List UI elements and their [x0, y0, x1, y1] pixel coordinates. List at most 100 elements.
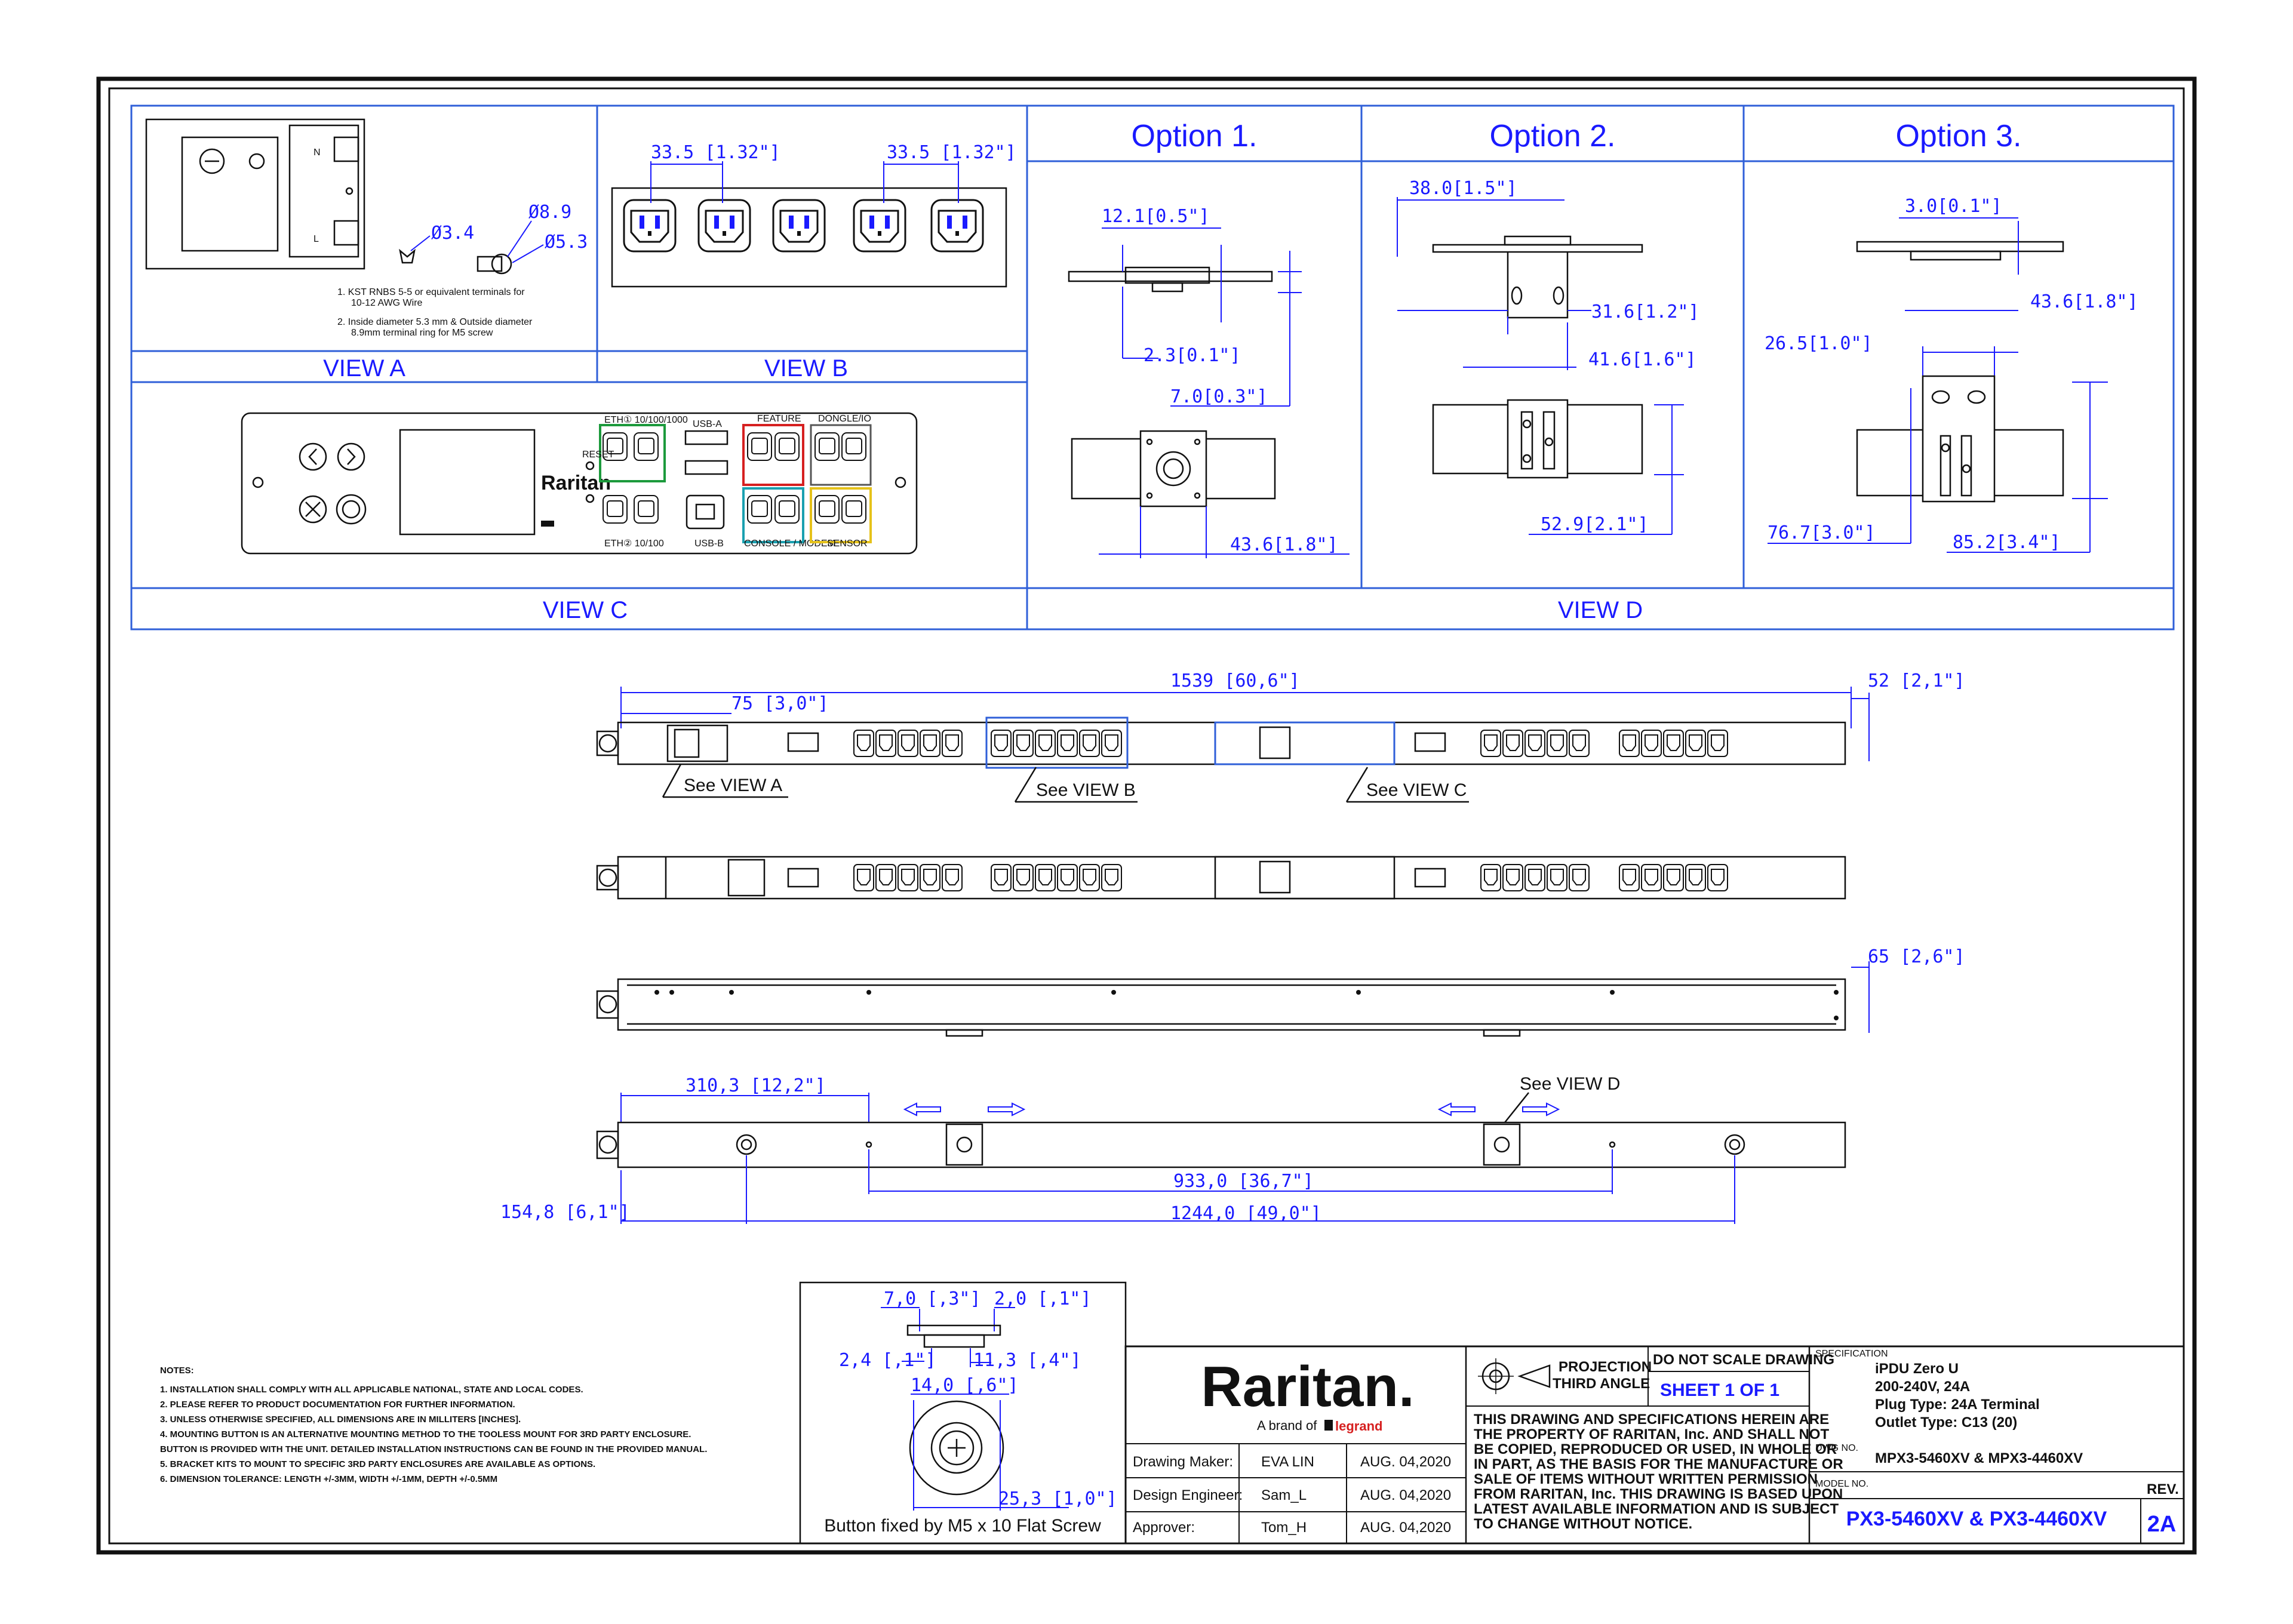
- note-line-6: 5. BRACKET KITS TO MOUNT TO SPECIFIC 3RD…: [160, 1459, 595, 1469]
- view-a-label: VIEW A: [323, 355, 405, 382]
- outlet-c13: [1524, 864, 1545, 891]
- outlet-c13-face: [1550, 734, 1564, 751]
- outlet-c13: [1641, 730, 1662, 757]
- view-a-note-4: 8.9mm terminal ring for M5 screw: [351, 328, 493, 338]
- btn-dim-1: 7,0 [,3"]: [884, 1288, 981, 1309]
- dim-depth: 52 [2,1"]: [1868, 670, 1965, 691]
- outlet-c13: [1035, 864, 1056, 891]
- btn-dim-6: 25,3 [1,0"]: [998, 1488, 1117, 1509]
- button-detail-caption: Button fixed by M5 x 10 Flat Screw: [824, 1516, 1101, 1536]
- tb-dwg-label: DWG NO.: [1815, 1443, 1858, 1453]
- dim-hole-spacing: 1244,0 [49,0"]: [1170, 1203, 1321, 1224]
- outlet-c13: [897, 730, 918, 757]
- option1-drawing: 12.1[0.5"] 2.3[0.1"] 7.0[0.3"] 43.6[1.8"…: [1068, 206, 1350, 558]
- outlet-c13-face: [1484, 734, 1498, 751]
- view-a-note-3: 2. Inside diameter 5.3 mm & Outside diam…: [337, 317, 533, 327]
- outlet-c13: [1685, 864, 1706, 891]
- outlet-c13-face: [994, 734, 1008, 751]
- outlet-c13-face: [1105, 869, 1118, 885]
- option1-dim-1: 12.1[0.5"]: [1102, 206, 1210, 227]
- view-a-note-1: 1. KST RNBS 5-5 or equivalent terminals …: [337, 287, 525, 297]
- outlet-c13-face: [1105, 734, 1118, 751]
- svg-text:IN PART, AS THE BASIS FOR THE: IN PART, AS THE BASIS FOR THE MANUFACTUR…: [1474, 1456, 1843, 1472]
- see-view-a: See VIEW A: [684, 776, 782, 795]
- note-line-1: 1. INSTALLATION SHALL COMPLY WITH ALL AP…: [160, 1385, 583, 1395]
- outlet-c13: [991, 730, 1012, 757]
- outlet-c13: [1035, 730, 1056, 757]
- tb-model-label: MODEL NO.: [1815, 1479, 1868, 1489]
- outlet-c13: [1569, 730, 1590, 757]
- outlet-c13-face: [857, 734, 871, 751]
- option2-drawing: 38.0[1.5"] 31.6[1.2"] 41.6[1.6"] 52.9[2.…: [1397, 178, 1699, 535]
- outlet-c13-face: [1061, 869, 1074, 885]
- tb-row3-name: Tom_H: [1261, 1520, 1307, 1536]
- button-detail: 7,0 [,3"] 2,0 [,1"] 2,4 [,1"] 11,3 [,4"]…: [799, 1281, 1127, 1545]
- outlet-c13-face: [994, 869, 1008, 885]
- outlet-c13-face: [857, 869, 871, 885]
- notes-title: NOTES:: [160, 1365, 194, 1376]
- views-grid: [130, 104, 2175, 630]
- option2-dim-2: 31.6[1.2"]: [1591, 302, 1699, 322]
- outlet-c13-face: [1038, 734, 1052, 751]
- outlet-c13-face: [1711, 734, 1725, 751]
- legrand-text: legrand: [1335, 1419, 1382, 1434]
- view-a-dim-2: Ø8.9: [528, 202, 571, 223]
- outlet-c13-face: [923, 734, 937, 751]
- view-a-dim-1: Ø3.4: [431, 223, 474, 244]
- outlet-c13: [1057, 730, 1078, 757]
- title-brand: Raritan.: [1201, 1355, 1414, 1419]
- outlet-c13-face: [945, 734, 959, 751]
- view-c-usb-a: USB-A: [693, 419, 722, 429]
- pdu-side-view: 65 [2,6"]: [596, 946, 1965, 1037]
- view-b-dim-left: 33.5 [1.32"]: [651, 142, 780, 163]
- outlet-c13: [875, 864, 896, 891]
- outlet-c13-face: [879, 734, 893, 751]
- btn-dim-4: 11,3 [,4"]: [973, 1350, 1081, 1371]
- svg-text:N: N: [313, 147, 321, 158]
- outlet-c13-face: [1711, 869, 1725, 885]
- tb-projection: PROJECTION: [1559, 1359, 1652, 1375]
- outlet-c13: [1079, 730, 1100, 757]
- tb-dwg-no: MPX3-5460XV & MPX3-4460XV: [1875, 1450, 2083, 1466]
- dim-left-offset: 75 [3,0"]: [731, 693, 829, 714]
- tb-rev: 2A: [2147, 1512, 2177, 1537]
- outlet-c13: [1619, 730, 1640, 757]
- option2-title: Option 2.: [1489, 119, 1615, 153]
- outlet-c13: [853, 730, 874, 757]
- tb-row3-date: AUG. 04,2020: [1360, 1520, 1451, 1536]
- projection-symbol-icon: [1478, 1358, 1551, 1394]
- outlet-c13: [1502, 730, 1523, 757]
- svg-text:THE PROPERTY OF RARITAN, Inc.: THE PROPERTY OF RARITAN, Inc. AND SHALL …: [1474, 1426, 1829, 1442]
- outlet-c13: [920, 864, 940, 891]
- outlet-c13: [942, 864, 963, 891]
- note-line-7: 6. DIMENSION TOLERANCE: LENGTH +/-3MM, W…: [160, 1474, 497, 1484]
- see-view-b: See VIEW B: [1036, 780, 1136, 800]
- btn-dim-3: 2,4 [,1"]: [839, 1350, 936, 1371]
- outlet-c13-face: [1083, 869, 1096, 885]
- view-d-label: VIEW D: [1558, 597, 1643, 623]
- view-b-drawing: 33.5 [1.32"] 33.5 [1.32"]: [611, 142, 1016, 288]
- tb-spec-2: 200-240V, 24A: [1875, 1379, 1970, 1395]
- view-c-sensor: SENSOR: [827, 539, 868, 549]
- outlet-c13-face: [901, 734, 915, 751]
- outlet-c13-face: [1016, 869, 1030, 885]
- option3-title: Option 3.: [1895, 119, 2021, 153]
- note-line-2: 2. PLEASE REFER TO PRODUCT DOCUMENTATION…: [160, 1400, 515, 1410]
- outlet-c13: [897, 864, 918, 891]
- option3-dim-5: 85.2[3.4"]: [1953, 532, 2061, 553]
- outlet-c13-face: [1689, 869, 1702, 885]
- dim-overall: 1539 [60,6"]: [1170, 670, 1300, 691]
- outlet-c13: [853, 864, 874, 891]
- svg-text:TO CHANGE WITHOUT NOTICE.: TO CHANGE WITHOUT NOTICE.: [1474, 1516, 1692, 1532]
- svg-text:LATEST AVAILABLE INFORMATION A: LATEST AVAILABLE INFORMATION AND IS SUBJ…: [1474, 1501, 1839, 1517]
- see-view-c: See VIEW C: [1366, 780, 1467, 800]
- svg-text:THIS DRAWING AND SPECIFICATION: THIS DRAWING AND SPECIFICATIONS HEREIN A…: [1474, 1411, 1829, 1428]
- tb-rev-label: REV.: [2147, 1481, 2179, 1497]
- outlet-c13: [1502, 864, 1523, 891]
- outlet-c13: [920, 730, 940, 757]
- outlet-c13-face: [1484, 869, 1498, 885]
- option3-dim-1: 3.0[0.1"]: [1905, 196, 2002, 217]
- outlet-c13-face: [1506, 734, 1520, 751]
- tb-sheet: SHEET 1 OF 1: [1660, 1380, 1779, 1400]
